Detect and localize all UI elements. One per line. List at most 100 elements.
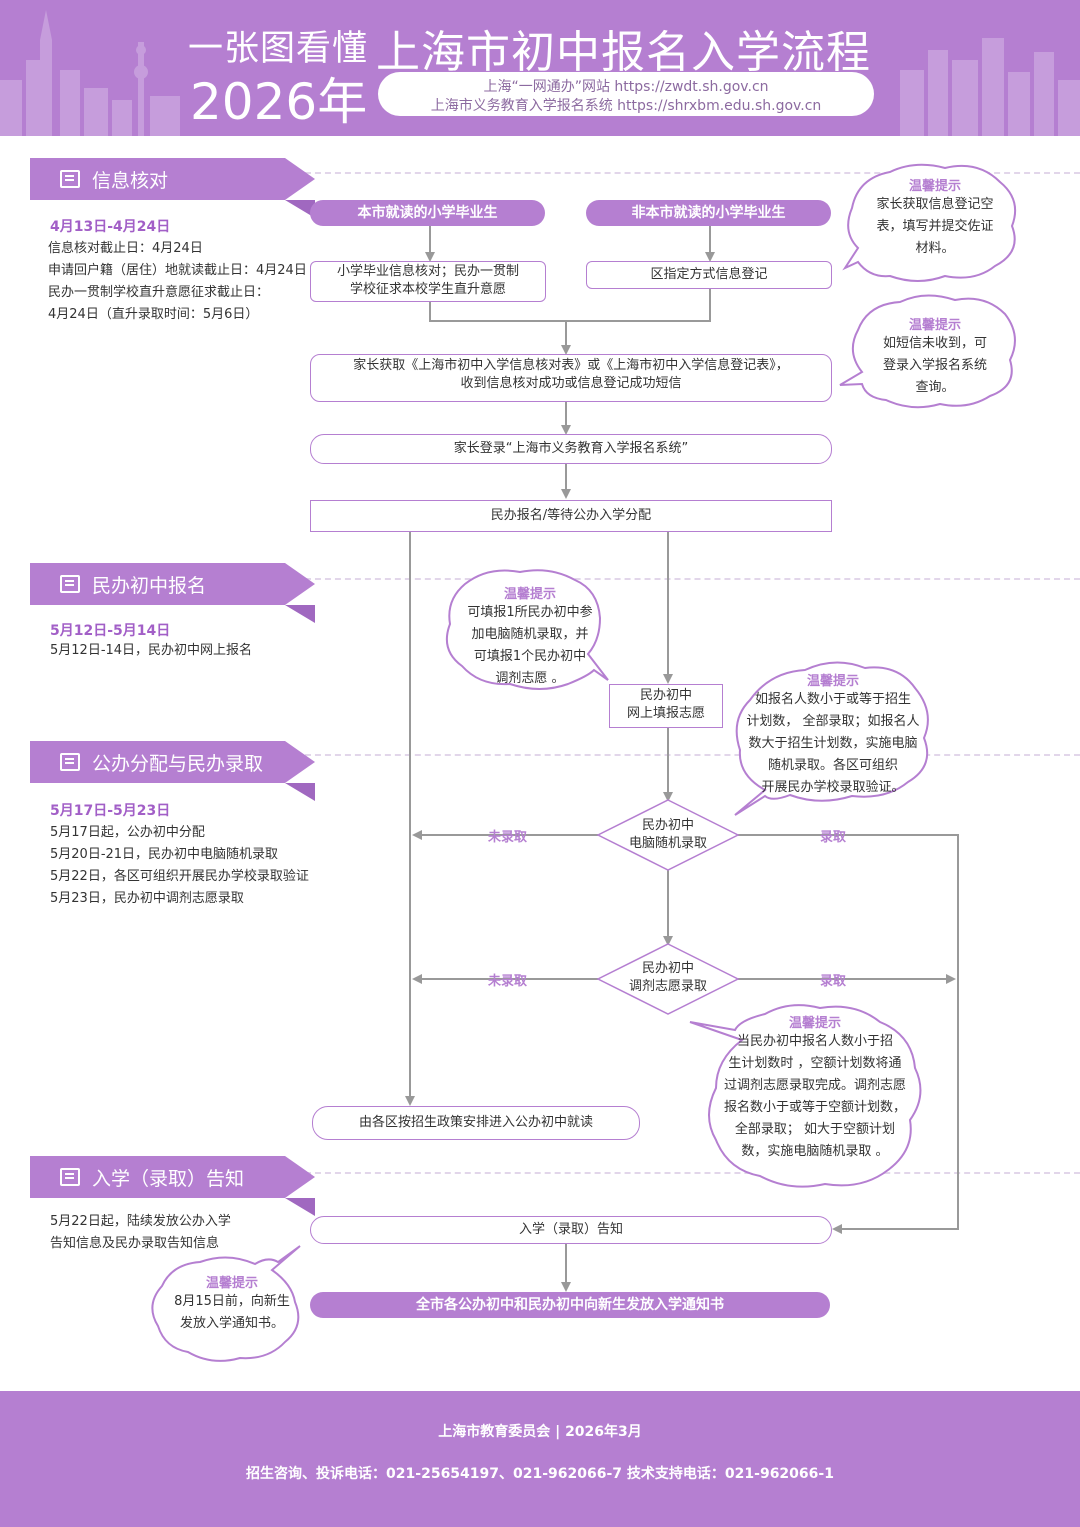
box-line: 小学毕业信息核对；民办一贯制	[336, 264, 519, 279]
tip-line: 材料。	[915, 241, 955, 256]
info-line: 5月12日-14日，民办初中网上报名	[50, 643, 253, 658]
tip-line: 数，实施电脑随机录取 。	[741, 1144, 889, 1159]
tip-line: 可填报1个民办初中	[473, 649, 587, 664]
section-title: 公办分配与民办录取	[92, 753, 264, 775]
box-line: 收到信息核对成功或信息登记成功短信	[460, 376, 682, 391]
title-small: 一张图看懂	[188, 29, 369, 69]
final-notice-pill: 全市各公办初中和民办初中向新生发放入学通知书	[310, 1292, 830, 1318]
tip-line: 计划数， 全部录取；如报名人	[746, 714, 920, 729]
section-divider	[285, 172, 1080, 174]
info-line: 5月17日起，公办初中分配	[50, 825, 205, 840]
info-line: 告知信息及民办录取告知信息	[50, 1236, 220, 1251]
tip-line: 报名数小于或等于空额计划数，	[723, 1100, 906, 1115]
edit-icon	[60, 1168, 80, 1186]
local-grad-pill: 本市就读的小学毕业生	[310, 200, 545, 226]
tip-line: 全部录取； 如大于空额计划	[734, 1122, 896, 1137]
section-date-range: 5月12日-5月14日	[50, 623, 171, 639]
footer-org-date: 上海市教育委员会 | 2026年3月	[438, 1424, 642, 1440]
tip-line: 调剂志愿 。	[495, 671, 565, 686]
box-line: 家长获取《上海市初中入学信息核对表》或《上海市初中入学信息登记表》，	[353, 358, 789, 373]
admitted-label: 录取	[820, 830, 847, 845]
info-line: 申请回户籍（居住）地就读截止日：4月24日	[48, 263, 307, 278]
tip-title: 温馨提示	[205, 1276, 258, 1291]
public-assign-box: 由各区按招生政策安排进入公办初中就读	[312, 1106, 640, 1140]
adjust-decision-label: 民办初中 调剂志愿录取	[608, 960, 728, 996]
url-line-2[interactable]: 上海市义务教育入学报名系统 https://shrxbm.edu.sh.gov.…	[430, 98, 822, 114]
tip-line: 发放入学通知书。	[179, 1316, 284, 1331]
section-divider	[285, 1172, 1080, 1174]
tip-line: 8月15日前，向新生	[174, 1294, 290, 1309]
info-line: 4月24日（直升录取时间：5月6日）	[48, 307, 259, 322]
section-info: 5月17日起，公办初中分配 5月20日-21日，民办初中电脑随机录取 5月22日…	[50, 822, 350, 910]
section-divider	[285, 754, 1080, 756]
header-banner: 一张图看懂 2026年 上海市初中报名入学流程 上海“一网通办”网站 https…	[0, 0, 1080, 136]
url-box: 上海“一网通办”网站 https://zwdt.sh.gov.cn 上海市义务教…	[378, 72, 874, 116]
nonlocal-grad-pill: 非本市就读的小学毕业生	[586, 200, 831, 226]
tip-3: 温馨提示 可填报1所民办初中参 加电脑随机录取，并 可填报1个民办初中 调剂志愿…	[455, 583, 605, 690]
tip-title: 温馨提示	[908, 179, 961, 194]
footer-phones: 招生咨询、投诉电话：021-25654197、021-962066-7 技术支持…	[246, 1466, 834, 1482]
section-tab-public-assign: 公办分配与民办录取	[30, 741, 315, 801]
tip-line: 查询。	[915, 380, 955, 395]
tip-title: 温馨提示	[503, 587, 556, 602]
tip-line: 数大于招生计划数，实施电脑	[748, 736, 918, 751]
tip-6: 温馨提示 8月15日前，向新生 发放入学通知书。	[162, 1272, 302, 1335]
title-year: 2026年	[190, 73, 368, 131]
tip-title: 温馨提示	[908, 318, 961, 333]
url-line-1[interactable]: 上海“一网通办”网站 https://zwdt.sh.gov.cn	[483, 79, 769, 95]
info-line: 5月22日起，陆续发放公办入学	[50, 1214, 231, 1229]
parent-login-box: 家长登录“上海市义务教育入学报名系统”	[310, 434, 832, 464]
lottery-decision-label: 民办初中 电脑随机录取	[608, 817, 728, 853]
section-info: 5月12日-14日，民办初中网上报名	[50, 640, 310, 662]
section-title: 入学（录取）告知	[92, 1168, 245, 1190]
choose-path-box: 民办报名/等待公办入学分配	[310, 500, 832, 532]
tip-bubble	[839, 294, 1016, 409]
footer: 上海市教育委员会 | 2026年3月 招生咨询、投诉电话：021-2565419…	[0, 1391, 1080, 1527]
section-title: 信息核对	[92, 170, 169, 192]
tip-line: 家长获取信息登记空	[876, 197, 994, 212]
section-tab-info-check: 信息核对	[30, 158, 315, 218]
tip-title: 温馨提示	[788, 1016, 841, 1031]
decision-diamond	[596, 943, 740, 1015]
tip-line: 随机录取。各区可组织	[767, 758, 898, 773]
tip-bubble	[446, 569, 609, 690]
info-line: 5月23日，民办初中调剂志愿录取	[50, 891, 244, 906]
admitted-label: 录取	[820, 974, 847, 989]
title-main: 上海市初中报名入学流程	[376, 27, 871, 78]
connector	[429, 288, 711, 322]
diamond-line: 民办初中	[641, 818, 694, 833]
edit-icon	[60, 753, 80, 771]
section-date-range: 5月17日-5月23日	[50, 803, 171, 819]
section-tab-private-registration: 民办初中报名	[30, 563, 315, 623]
tip-line: 开展民办学校录取验证。	[761, 780, 905, 795]
tip-5: 温馨提示 当民办初中报名人数小于招 生计划数时 ，空额计划数将通 过调剂志愿录取…	[710, 1012, 920, 1163]
section-info: 信息核对截止日：4月24日 申请回户籍（居住）地就读截止日：4月24日 民办一贯…	[48, 238, 318, 326]
tip-title: 温馨提示	[806, 674, 859, 689]
tip-bubble	[689, 1004, 922, 1188]
tip-bubble	[151, 1245, 301, 1362]
info-line: 民办一贯制学校直升意愿征求截止日：	[48, 285, 270, 300]
box-line: 学校征求本校学生直升意愿	[349, 282, 506, 297]
box-line: 民办初中	[639, 688, 692, 703]
tip-line: 当民办初中报名人数小于招	[736, 1034, 893, 1049]
tip-bubble	[842, 163, 1016, 282]
connector	[738, 834, 959, 1234]
notice-box: 入学（录取）告知	[310, 1216, 832, 1244]
info-line: 信息核对截止日：4月24日	[48, 241, 203, 256]
box-line: 网上填报志愿	[626, 706, 705, 721]
section-info: 5月22日起，陆续发放公办入学 告知信息及民办录取告知信息	[50, 1211, 300, 1255]
tip-line: 表，填写并提交佐证	[876, 219, 994, 234]
decision-diamond	[596, 799, 740, 871]
tip-4: 温馨提示 如报名人数小于或等于招生 计划数， 全部录取；如报名人 数大于招生计划…	[738, 670, 928, 799]
diamond-line: 民办初中	[641, 961, 694, 976]
diamond-line: 调剂志愿录取	[628, 979, 707, 994]
tip-line: 加电脑随机录取，并	[471, 627, 589, 642]
section-title: 民办初中报名	[92, 575, 207, 597]
tip-bubble	[734, 661, 929, 816]
tip-line: 生计划数时 ，空额计划数将通	[728, 1056, 902, 1071]
tip-line: 可填报1所民办初中参	[467, 605, 593, 620]
not-admitted-label: 未录取	[488, 830, 528, 845]
nonlocal-register-box: 区指定方式信息登记	[586, 261, 832, 289]
tip-line: 过调剂志愿录取完成。调剂志愿	[723, 1078, 906, 1093]
